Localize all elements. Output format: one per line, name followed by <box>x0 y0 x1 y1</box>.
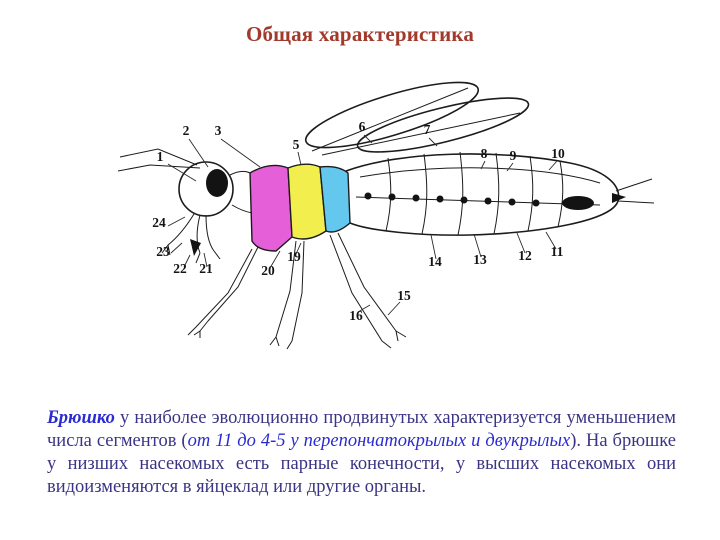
prothorax-segment <box>249 164 293 252</box>
diagram-label-7: 7 <box>424 122 431 137</box>
diagram-label-6: 6 <box>359 119 366 134</box>
abdomen-outline <box>339 153 620 236</box>
wing-vein <box>321 112 521 156</box>
diagram-label-21: 21 <box>199 261 213 276</box>
diagram-label-14: 14 <box>428 254 442 269</box>
term-abdomen: Брюшко <box>47 407 115 428</box>
diagram-label-3: 3 <box>215 123 222 138</box>
leader-line-3 <box>220 138 261 168</box>
leader-line-9 <box>506 162 514 172</box>
fore-wing <box>304 81 480 149</box>
metathorax-segment <box>319 165 351 233</box>
leader-line-22 <box>183 254 191 268</box>
diagram-label-1: 1 <box>157 149 164 164</box>
diagram-label-11: 11 <box>551 244 564 259</box>
compound-eye <box>206 169 228 197</box>
diagram-label-12: 12 <box>518 248 532 263</box>
leader-line-19 <box>295 242 302 255</box>
diagram-label-13: 13 <box>473 252 487 267</box>
front-leg <box>187 248 253 336</box>
leader-line-1 <box>167 163 197 182</box>
legs <box>187 232 407 350</box>
paragraph-text: ). На брюшке у низших насекомых есть пар… <box>47 430 676 497</box>
middle-leg <box>286 240 305 350</box>
wings <box>304 81 530 156</box>
leader-line-23 <box>170 242 183 254</box>
diagram-label-23: 23 <box>156 244 170 259</box>
head <box>117 148 253 264</box>
thorax <box>249 163 351 252</box>
leader-line-10 <box>548 160 558 171</box>
leader-line-14 <box>430 234 437 260</box>
antenna <box>119 148 198 166</box>
diagram-label-5: 5 <box>293 137 300 152</box>
body-paragraph: Брюшко у наиболее эволюционно продвинуты… <box>47 407 676 499</box>
leader-line-15 <box>387 301 401 316</box>
hind-leg <box>329 234 392 349</box>
paragraph-text: у наиболее эволюционно продвинутых харак… <box>47 407 676 451</box>
emphasized-phrase: от 11 до 4-5 у перепончатокрылых и двукр… <box>187 430 571 451</box>
leader-line-8 <box>480 160 486 170</box>
leader-line-6 <box>363 134 373 144</box>
antenna <box>117 164 201 172</box>
internal-organ <box>562 196 594 210</box>
leader-line-7 <box>428 137 438 147</box>
diagram-label-16: 16 <box>349 308 363 323</box>
diagram-label-22: 22 <box>173 261 187 276</box>
mouthparts <box>161 213 221 264</box>
diagram-label-9: 9 <box>510 148 517 163</box>
diagram-label-2: 2 <box>183 123 190 138</box>
hind-leg <box>337 232 407 342</box>
leader-line-16 <box>357 304 371 313</box>
leader-line-5 <box>297 151 302 166</box>
cercus <box>615 178 653 192</box>
cercus <box>617 200 655 204</box>
diagram-label-10: 10 <box>551 146 565 161</box>
dorsal-vessel <box>359 167 601 184</box>
tail-tip <box>612 193 626 203</box>
wing-vein <box>311 87 469 152</box>
diagram-label-20: 20 <box>261 263 275 278</box>
leader-line-13 <box>473 233 482 258</box>
diagram-label-24: 24 <box>152 215 166 230</box>
nerve-cord <box>355 196 601 206</box>
abdomen <box>339 151 655 236</box>
leader-line-24 <box>167 216 186 227</box>
leader-line-21 <box>203 252 208 268</box>
neck <box>229 170 253 214</box>
ganglia-chain <box>364 192 540 207</box>
leader-line-2 <box>188 138 209 168</box>
page-title: Общая характеристика <box>245 22 475 46</box>
leader-line-12 <box>516 232 526 254</box>
diagram-label-15: 15 <box>397 288 411 303</box>
leader-line-11 <box>545 231 557 250</box>
diagram-label-8: 8 <box>481 146 488 161</box>
front-leg <box>193 246 259 338</box>
middle-leg <box>269 240 297 347</box>
leader-line-20 <box>269 250 281 269</box>
diagram-label-19: 19 <box>287 249 301 264</box>
hind-wing <box>356 97 530 153</box>
